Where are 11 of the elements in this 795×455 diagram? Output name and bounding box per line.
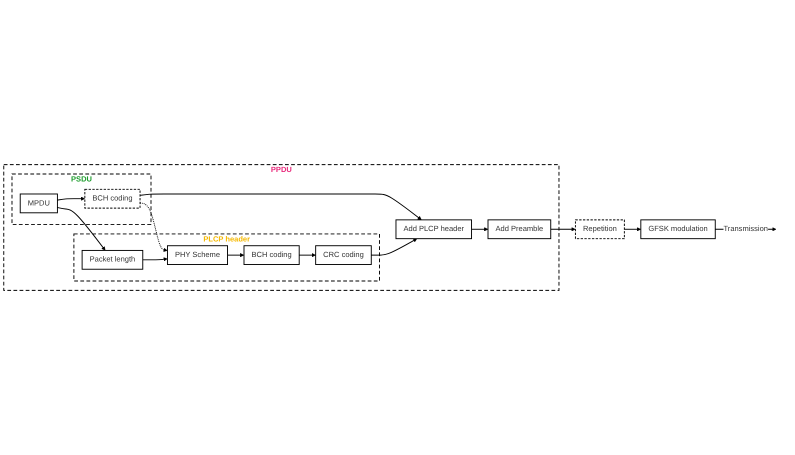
arrow — [142, 257, 168, 262]
arrow — [140, 202, 168, 252]
arrow — [550, 227, 576, 232]
arrow — [227, 253, 244, 258]
arrow — [56, 196, 86, 201]
arrow — [140, 194, 422, 220]
arrow — [370, 238, 418, 256]
arrow — [56, 207, 106, 251]
arrow — [298, 253, 316, 258]
arrow — [471, 227, 488, 232]
arrow — [624, 227, 641, 232]
